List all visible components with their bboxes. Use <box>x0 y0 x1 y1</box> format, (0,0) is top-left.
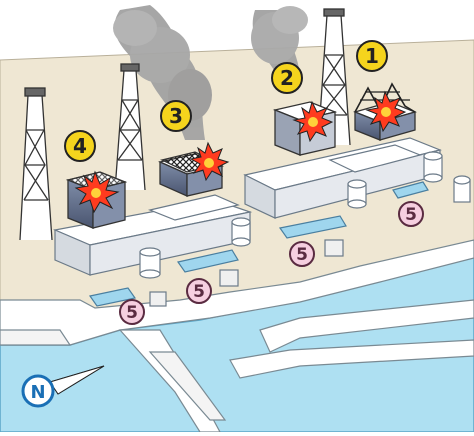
storage-tanks <box>139 151 471 307</box>
unit-markers: 1 2 3 4 <box>64 40 388 162</box>
pool-marker-label: 5 <box>193 282 205 302</box>
pool-marker: 5 <box>289 241 315 267</box>
unit-marker-label: 3 <box>169 104 183 128</box>
small-building <box>324 239 344 257</box>
unit-marker-1: 1 <box>356 40 388 72</box>
storage-tank <box>347 179 367 209</box>
storage-tank <box>453 175 471 203</box>
unit-marker-label: 2 <box>280 66 294 90</box>
storage-tank <box>231 217 251 247</box>
unit-marker-label: 4 <box>73 134 87 158</box>
turbine-building-left <box>52 194 253 276</box>
pool-marker: 5 <box>186 278 212 304</box>
unit-marker-3: 3 <box>160 100 192 132</box>
exhaust-stack-unit4 <box>19 87 53 241</box>
pool-marker-label: 5 <box>126 303 138 323</box>
fire-icons <box>74 90 407 214</box>
intake-pools <box>88 181 429 307</box>
intake-pool <box>392 181 429 199</box>
unit-marker-2: 2 <box>271 62 303 94</box>
breakwater <box>229 299 474 379</box>
pool-marker: 5 <box>398 201 424 227</box>
north-arrow-icon: N <box>21 365 105 408</box>
compass-letter: N <box>30 382 45 403</box>
unit-marker-label: 1 <box>365 44 379 68</box>
pool-marker: 5 <box>119 299 145 325</box>
intake-pool <box>278 215 347 239</box>
exhaust-stack-unit3 <box>114 63 146 191</box>
seawall <box>0 239 474 433</box>
pool-markers: 5 5 5 5 <box>119 201 424 325</box>
exhaust-stacks <box>19 8 351 241</box>
small-building <box>149 291 167 307</box>
storage-tank <box>139 247 161 279</box>
pool-marker-label: 5 <box>296 245 308 265</box>
storage-tank <box>423 151 443 183</box>
small-building <box>219 269 239 287</box>
unit-marker-4: 4 <box>64 130 96 162</box>
intake-pool <box>176 249 239 273</box>
pool-marker-label: 5 <box>405 205 417 225</box>
intake-pool <box>88 287 137 307</box>
